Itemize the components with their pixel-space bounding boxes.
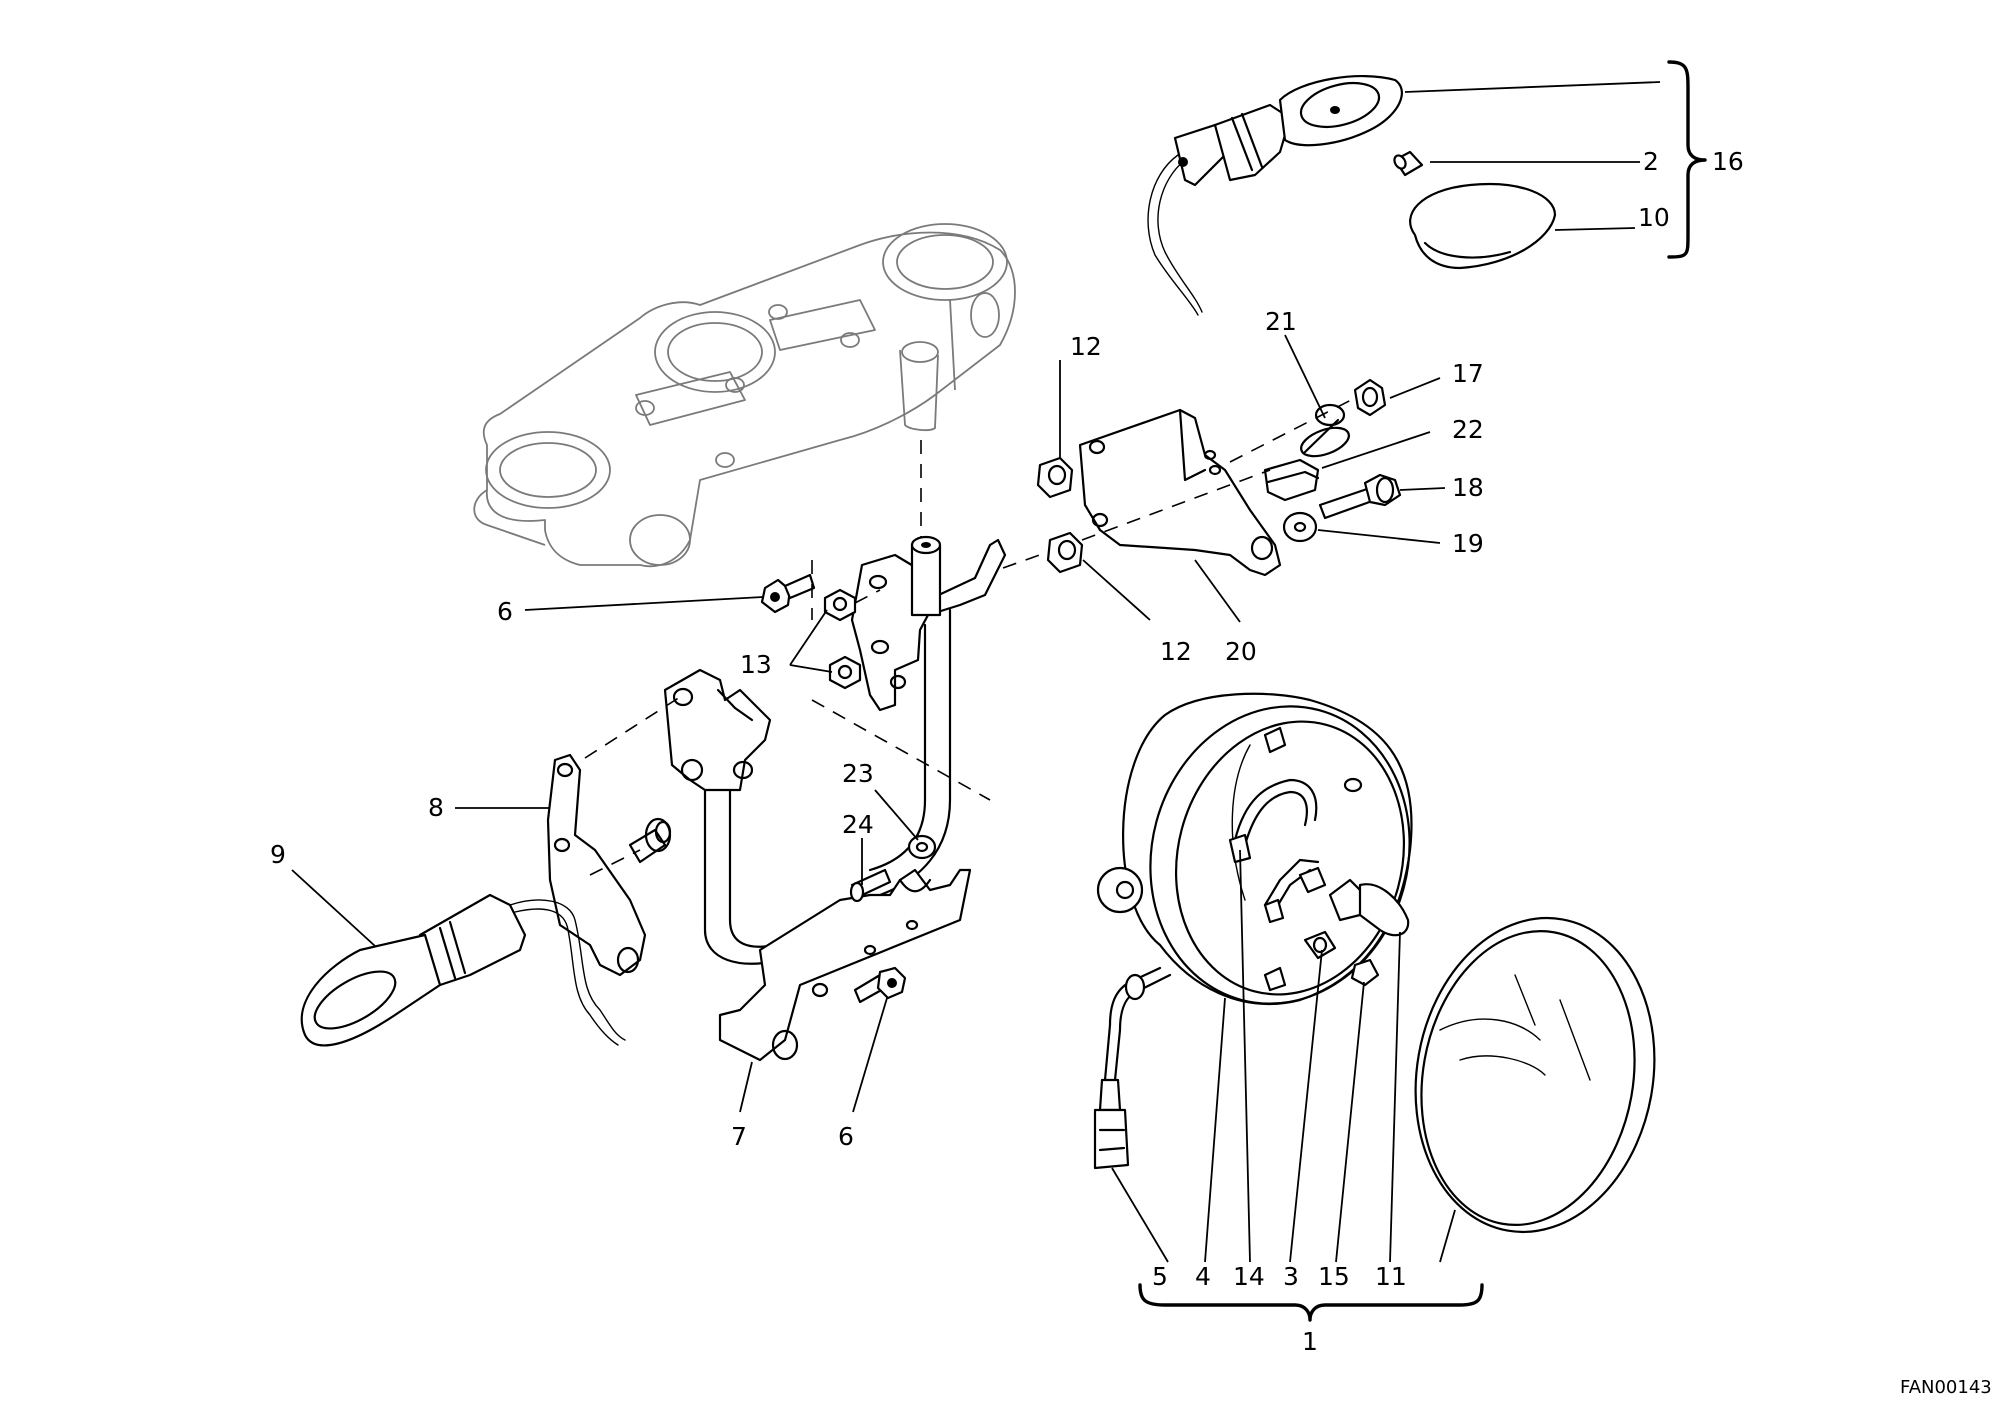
grommet-lower bbox=[1046, 531, 1084, 574]
callout-6-upper: 6 bbox=[497, 597, 513, 626]
callout-13: 13 bbox=[740, 650, 772, 679]
spring-clip bbox=[1300, 403, 1350, 458]
callout-12-lower: 12 bbox=[1160, 637, 1192, 666]
assembly-line-right-top bbox=[1229, 397, 1356, 463]
bolt-24 bbox=[849, 868, 892, 903]
callout-15: 15 bbox=[1318, 1262, 1350, 1291]
callout-12-upper: 12 bbox=[1070, 332, 1102, 361]
callout-9: 9 bbox=[270, 840, 286, 869]
headlight-lens bbox=[1414, 916, 1656, 1234]
left-signal-bracket bbox=[546, 753, 647, 977]
assembly-line-left bbox=[584, 696, 681, 759]
callout-10: 10 bbox=[1638, 203, 1670, 232]
callout-23: 23 bbox=[842, 759, 874, 788]
callout-20: 20 bbox=[1225, 637, 1257, 666]
signal-lens bbox=[1409, 183, 1557, 270]
assembly-line-13 bbox=[854, 589, 881, 604]
assembly-line-13b bbox=[811, 699, 991, 801]
callout-19: 19 bbox=[1452, 529, 1484, 558]
callout-16: 16 bbox=[1712, 147, 1744, 176]
callout-14: 14 bbox=[1233, 1262, 1265, 1291]
callout-5: 5 bbox=[1152, 1262, 1168, 1291]
callout-1: 1 bbox=[1302, 1327, 1318, 1356]
brace-1 bbox=[1138, 1283, 1484, 1322]
flange-nut bbox=[1353, 378, 1387, 417]
bracket-screw-upper bbox=[760, 573, 816, 614]
assembly-line-left-signal bbox=[589, 849, 641, 876]
brace-16 bbox=[1667, 60, 1707, 259]
signal-screw bbox=[1318, 473, 1402, 520]
callout-labels: 2 16 10 21 12 17 22 18 19 12 20 6 13 8 2… bbox=[270, 147, 1992, 1398]
callout-2: 2 bbox=[1643, 147, 1659, 176]
callout-17: 17 bbox=[1452, 359, 1484, 388]
grommet-13-lower bbox=[828, 655, 862, 690]
left-signal-stud bbox=[628, 817, 672, 864]
right-signal-bracket bbox=[1078, 408, 1282, 577]
triple-clamp-outline bbox=[473, 223, 1016, 568]
assembly-line-right-signal bbox=[1002, 551, 1049, 569]
callout-22: 22 bbox=[1452, 415, 1484, 444]
callout-6-lower: 6 bbox=[838, 1122, 854, 1151]
drawing-code: FAN00143 bbox=[1900, 1377, 1992, 1398]
assembly-line-right-bracket bbox=[1081, 469, 1271, 541]
callout-4: 4 bbox=[1195, 1262, 1211, 1291]
callout-21: 21 bbox=[1265, 307, 1297, 336]
right-turn-signal bbox=[1147, 74, 1403, 316]
headlight-housing bbox=[1093, 692, 1413, 1170]
washer-23 bbox=[907, 834, 937, 860]
rubber-pad bbox=[1263, 458, 1320, 502]
washer bbox=[1282, 511, 1318, 543]
bracket-screw-lower bbox=[853, 966, 907, 1004]
callout-24: 24 bbox=[842, 810, 874, 839]
callout-18: 18 bbox=[1452, 473, 1484, 502]
leader-lines bbox=[291, 81, 1661, 1263]
headlight-bracket bbox=[663, 535, 1007, 1062]
grommet-13-upper bbox=[823, 588, 857, 622]
callout-7: 7 bbox=[731, 1122, 747, 1151]
grommet-upper bbox=[1036, 456, 1074, 499]
callout-3: 3 bbox=[1283, 1262, 1299, 1291]
callout-8: 8 bbox=[428, 793, 444, 822]
left-turn-signal bbox=[300, 893, 626, 1047]
callout-11: 11 bbox=[1375, 1262, 1407, 1291]
signal-bulb bbox=[1393, 150, 1424, 177]
